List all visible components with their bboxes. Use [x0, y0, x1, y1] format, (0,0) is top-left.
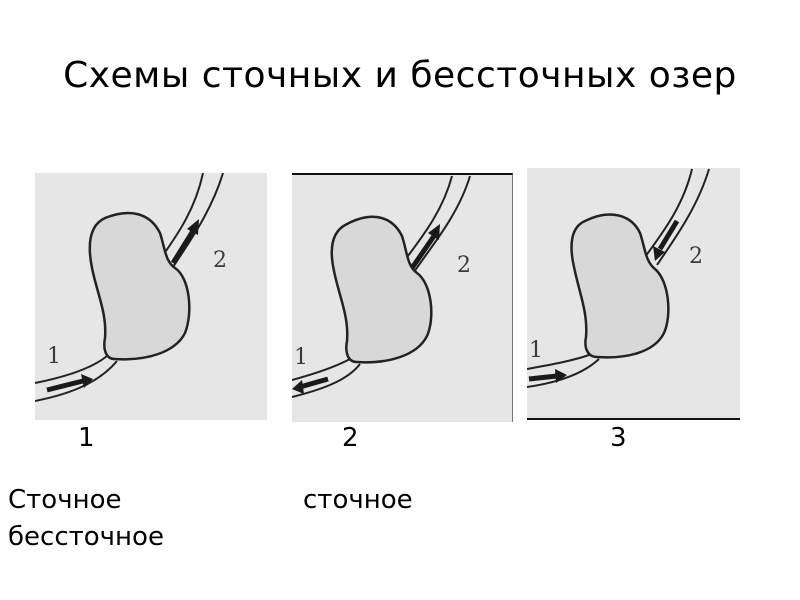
panel-number-2: 2: [342, 423, 359, 453]
lake-outline: [330, 215, 433, 364]
lake-diagram-2: 1 2: [292, 173, 513, 422]
outlet-arrow: [409, 224, 440, 270]
caption-panel-1-line1: Сточное: [8, 485, 122, 515]
panel-number-3: 3: [610, 423, 627, 453]
outlet-label: 2: [689, 244, 703, 269]
inlet-arrow: [292, 376, 329, 394]
lake-outline: [570, 213, 670, 359]
caption-panel-2: сточное: [303, 485, 413, 515]
inlet-channel: [527, 354, 600, 388]
panel-number-1: 1: [78, 423, 95, 453]
inlet-label: 1: [294, 345, 308, 370]
lake-diagram-3-svg: 1 2: [527, 168, 710, 388]
outlet-label: 2: [457, 253, 471, 278]
lake-diagram-1-svg: 1 2: [35, 173, 227, 402]
inlet-label: 1: [47, 344, 61, 369]
inlet-arrow: [528, 369, 567, 383]
inlet-channel: [292, 358, 361, 398]
lake-diagram-3: 1 2: [527, 168, 740, 420]
inlet-arrow: [46, 374, 93, 393]
outlet-arrow: [170, 219, 199, 265]
inlet-channel: [35, 355, 118, 402]
outlet-arrow: [653, 219, 680, 261]
slide-title: Схемы сточных и бессточных озер: [63, 55, 737, 96]
inlet-label: 1: [529, 338, 543, 363]
lake-diagram-2-svg: 1 2: [292, 175, 471, 398]
outlet-channel: [644, 168, 710, 266]
lake-outline: [88, 211, 191, 361]
caption-panel-1-line2: бессточное: [8, 522, 164, 552]
lake-diagram-1: 1 2: [35, 173, 267, 420]
outlet-label: 2: [213, 248, 227, 273]
